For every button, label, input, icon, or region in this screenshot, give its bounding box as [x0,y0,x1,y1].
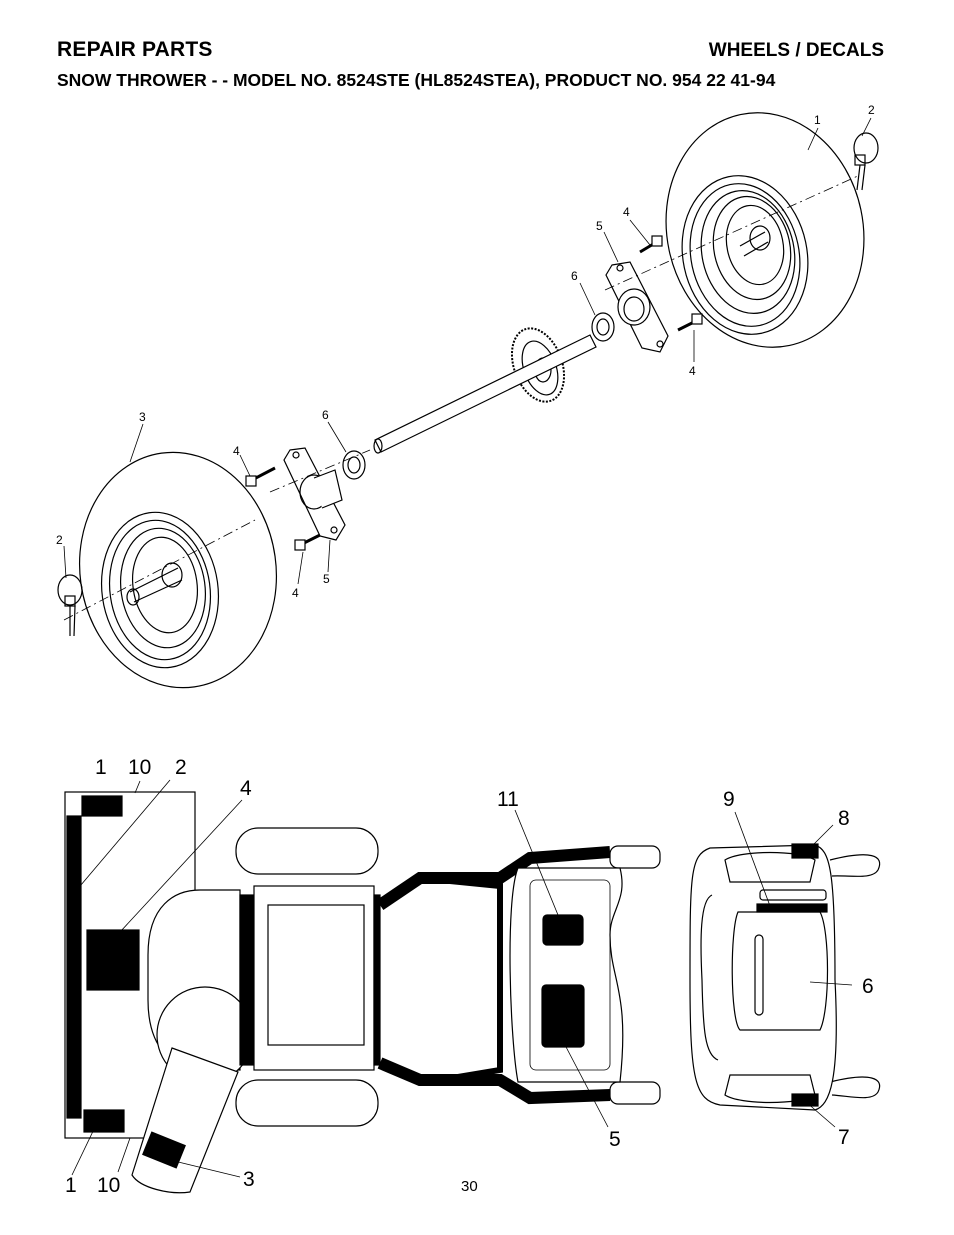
left-wheel [78,451,278,689]
decal-9 [756,903,828,913]
decal-1-bottom [83,1109,125,1133]
callout-washer-left: 6 [322,408,329,422]
callout-decal-1-top: 1 [95,756,107,779]
callout-decal-1-bottom: 1 [65,1174,77,1197]
callout-decal-3: 3 [243,1168,255,1191]
decal-1-top [81,795,123,817]
callout-bearing-right: 5 [596,219,603,233]
decal-5 [541,984,585,1048]
callout-washer-right: 6 [571,269,578,283]
callout-decal-7: 7 [838,1126,850,1149]
callout-decal-4: 4 [240,777,252,800]
tire-top [235,827,379,875]
callout-decal-10-top: 10 [128,756,151,779]
callout-bearing-left: 5 [323,572,330,586]
topic-title: WHEELS / DECALS [708,40,884,61]
callout-wheel-right: 1 [814,113,821,127]
axle-shaft [373,334,597,454]
callout-decal-11: 11 [497,788,519,811]
callout-bolt-right-top: 4 [623,205,630,219]
decal-callout-labels: 1 10 2 4 11 9 8 6 1 10 3 5 7 [65,756,874,1197]
wheel-leader-lines [63,117,872,585]
left-hitch-pin [57,574,83,637]
left-bearing-flange [283,447,346,541]
wheel-callout-labels: 1 2 4 5 6 4 3 6 4 2 4 5 [56,103,875,600]
callout-decal-9: 9 [723,788,735,811]
decal-11 [542,914,584,946]
rear-dash-view [689,843,881,1111]
decal-3 [142,1131,186,1169]
callout-decal-5: 5 [609,1128,621,1151]
callout-decal-10-bottom: 10 [97,1174,120,1197]
callout-wheel-left: 3 [139,410,146,424]
decal-4 [86,929,140,991]
right-bolt-bottom [677,313,703,332]
callout-pin-left: 2 [56,533,63,547]
callout-bolt-left-top: 4 [233,444,240,458]
wheels-exploded-diagram [57,112,879,689]
decal-leader-lines [71,779,853,1178]
left-bolt-top [245,466,276,487]
callout-bolt-left-bottom: 4 [292,586,299,600]
callout-decal-8: 8 [838,807,850,830]
callout-decal-6: 6 [862,975,874,998]
decal-strip-10 [66,815,82,1119]
decals-diagram [64,779,881,1194]
left-bolt-bottom [294,533,321,551]
decal-8 [791,843,819,859]
model-subtitle: SNOW THROWER - - MODEL NO. 8524STE (HL85… [57,70,776,90]
page-number: 30 [461,1178,478,1195]
decal-7 [791,1093,819,1107]
right-bearing-flange [605,261,669,353]
right-hitch-pin [853,132,879,191]
callout-pin-right: 2 [868,103,875,117]
section-title: REPAIR PARTS [57,38,213,61]
callout-bolt-right-bottom: 4 [689,364,696,378]
right-bolt-top [639,235,663,254]
right-wheel [665,112,865,348]
assembly-centerlines [63,174,861,621]
left-washer [342,450,366,480]
control-panel [509,867,624,1083]
callout-decal-2: 2 [175,756,187,779]
tire-bottom [235,1079,379,1127]
right-washer [591,312,615,342]
